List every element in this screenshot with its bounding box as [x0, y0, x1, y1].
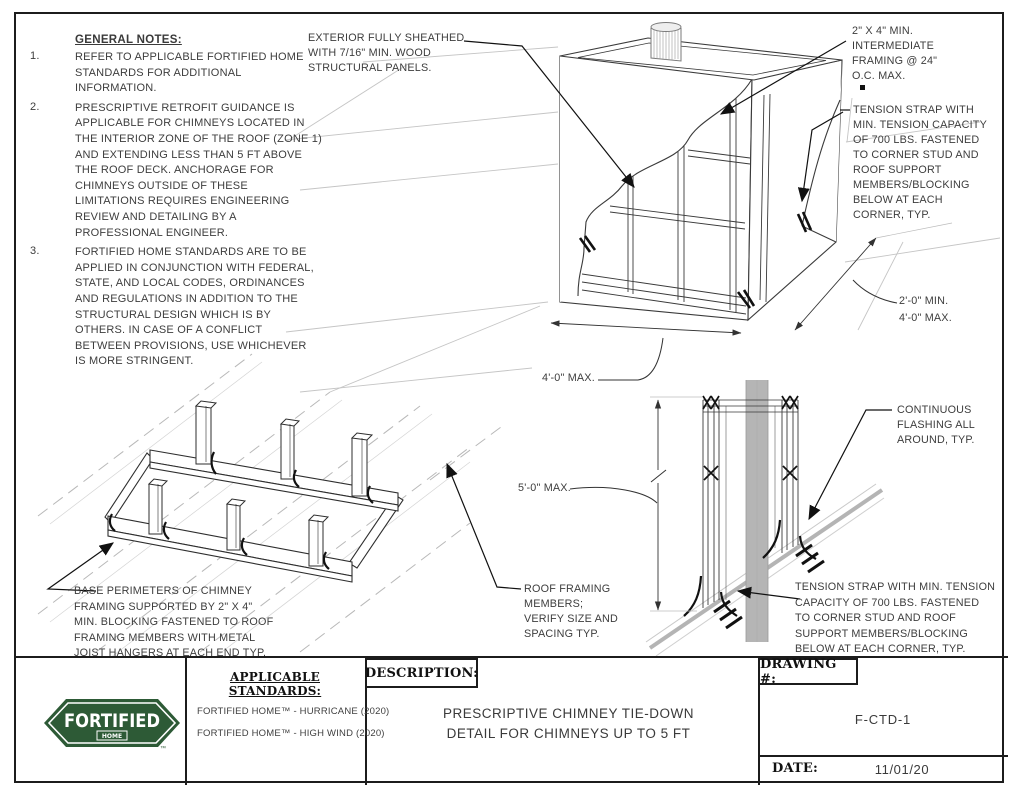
date-row-divider [758, 755, 1008, 757]
annotation-dim-base-front: 4'-0" MAX. [542, 372, 595, 384]
annotation-roof-framing: ROOF FRAMING MEMBERS; VERIFY SIZE AND SP… [524, 583, 618, 640]
annotation-tension-strap-top: TENSION STRAP WITH MIN. TENSION CAPACITY… [853, 104, 987, 221]
drawing-number-label: DRAWING #: [760, 656, 837, 687]
chimney-flue [650, 22, 682, 62]
annotation-intermediate-framing: 2" X 4" MIN. INTERMEDIATE FRAMING @ 24" … [852, 25, 938, 82]
stray-mark [860, 85, 865, 90]
title-block-divider [185, 658, 187, 785]
title-block-divider [365, 658, 367, 785]
drawing-number-header-box: DRAWING #: [758, 656, 858, 687]
annotation-sheathing: EXTERIOR FULLY SHEATHED WITH 7/16" MIN. … [308, 32, 465, 74]
note-text: FORTIFIED HOME STANDARDS ARE TO BE APPLI… [75, 246, 314, 368]
annotation-flashing: CONTINUOUS FLASHING ALL AROUND, TYP. [897, 404, 976, 446]
standards-item: FORTIFIED HOME™ - HURRICANE (2020) [197, 706, 390, 717]
note-number: 1. [30, 50, 40, 62]
standards-item: FORTIFIED HOME™ - HIGH WIND (2020) [197, 728, 385, 739]
general-notes: GENERAL NOTES: 1. REFER TO APPLICABLE FO… [30, 34, 330, 370]
annotation-dim-base-side: 2'-0" MIN. 4'-0" MAX. [899, 295, 952, 324]
section-chimney-drawing [446, 380, 892, 657]
note-number: 3. [30, 245, 40, 258]
note-text: REFER TO APPLICABLE FORTIFIED HOME STAND… [75, 51, 304, 95]
iso-chimney-drawing [284, 22, 1001, 393]
annotation-base-perimeters: BASE PERIMETERS OF CHIMNEY FRAMING SUPPO… [74, 585, 274, 659]
fortified-home-logo: FORTIFIED HOME [42, 694, 182, 752]
description-header-box: DESCRIPTION: [365, 658, 478, 688]
logo-sub-text: HOME [102, 733, 122, 740]
sheet-border [14, 12, 1004, 783]
note-number: 2. [30, 100, 40, 113]
annotation-tension-strap-bottom: TENSION STRAP WITH MIN. TENSION CAPACITY… [795, 581, 996, 655]
logo-name-text: FORTIFIED [64, 710, 160, 732]
note-text: PRESCRIPTIVE RETROFIT GUIDANCE IS APPLIC… [75, 101, 322, 239]
logo-badge-shape [44, 699, 180, 747]
description-label: DESCRIPTION: [364, 665, 479, 681]
drawing-number-value: F-CTD-1 [854, 712, 912, 727]
title-block-divider [758, 658, 760, 785]
standards-heading: APPLICABLE STANDARDS: [228, 670, 322, 698]
logo-trademark: ™ [160, 746, 166, 752]
title-block: FORTIFIED HOME ™ APPLICABLE STANDARDS: F… [14, 656, 1008, 785]
iso-base-framing-drawing [37, 353, 506, 659]
general-notes-heading: GENERAL NOTES: [75, 34, 182, 46]
date-value: 11/01/20 [874, 762, 930, 777]
annotation-dim-height: 5'-0" MAX. [518, 482, 571, 494]
technical-drawings [37, 22, 1001, 659]
description-text: PRESCRIPTIVE CHIMNEY TIE-DOWN DETAIL FOR… [442, 706, 695, 741]
date-label: DATE: [772, 761, 819, 776]
